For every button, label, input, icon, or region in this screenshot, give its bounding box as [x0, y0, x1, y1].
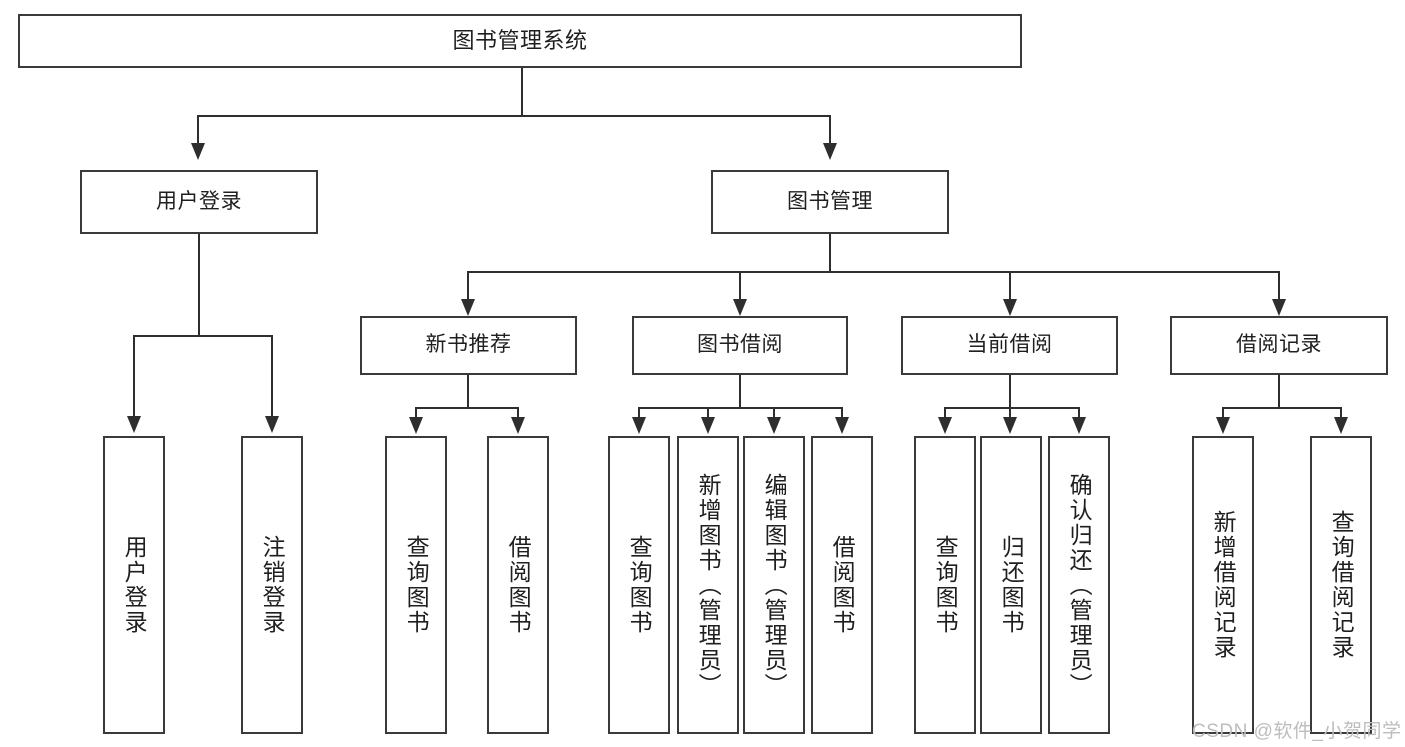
- connector-new-book-stem: [467, 375, 469, 409]
- node-label: 图书管理: [787, 189, 873, 213]
- node-label: 查询图书: [626, 535, 653, 635]
- arrow-bm-to-book-borrow: [733, 299, 747, 316]
- leaf-user-login-login[interactable]: 用户登录: [103, 436, 165, 734]
- arrow-root-to-user-login: [191, 143, 205, 160]
- watermark-csdn: CSDN @软件_小贺同学: [1192, 721, 1402, 742]
- node-label: 编辑图书（管理员）: [761, 472, 788, 698]
- connector-user-login-to-leaf-1: [133, 335, 135, 418]
- connector-bb-to-leaf-1: [638, 407, 640, 419]
- node-label: 查询图书: [932, 535, 959, 635]
- arrow-new-book-to-leaf-2: [511, 417, 525, 434]
- connector-bb-to-leaf-2: [707, 407, 709, 419]
- connector-cb-to-leaf-2: [1009, 407, 1011, 419]
- node-label: 借阅图书: [505, 535, 532, 635]
- connector-book-borrow-stem: [739, 375, 741, 409]
- arrow-br-to-leaf-1: [1216, 417, 1230, 434]
- node-label: 归还图书: [998, 535, 1025, 635]
- connector-br-to-leaf-1: [1222, 407, 1224, 419]
- arrow-bb-to-leaf-1: [632, 417, 646, 434]
- node-label: 查询图书: [403, 535, 430, 635]
- leaf-new-book-query-book[interactable]: 查询图书: [385, 436, 447, 734]
- connector-new-book-to-leaf-1: [415, 407, 417, 419]
- arrow-bb-to-leaf-2: [701, 417, 715, 434]
- connector-bb-to-leaf-4: [841, 407, 843, 419]
- leaf-book-borrow-edit-book[interactable]: 编辑图书（管理员）: [743, 436, 805, 734]
- connector-book-management-stem: [829, 234, 831, 273]
- node-borrow-record[interactable]: 借阅记录: [1170, 316, 1388, 375]
- node-label: 当前借阅: [966, 333, 1053, 357]
- leaf-new-book-borrow-book[interactable]: 借阅图书: [487, 436, 549, 734]
- leaf-current-borrow-return-book[interactable]: 归还图书: [980, 436, 1042, 734]
- node-label: 用户登录: [121, 535, 148, 635]
- connector-cb-to-leaf-3: [1078, 407, 1080, 419]
- connector-br-to-leaf-2: [1340, 407, 1342, 419]
- connector-bb-to-leaf-3: [773, 407, 775, 419]
- connector-user-login-bar: [133, 335, 272, 337]
- connector-current-borrow-stem: [1009, 375, 1011, 409]
- connector-bm-to-new-book: [467, 271, 469, 301]
- arrow-cb-to-leaf-3: [1072, 417, 1086, 434]
- arrow-user-login-to-leaf-2: [265, 416, 279, 433]
- node-book-management[interactable]: 图书管理: [711, 170, 949, 234]
- node-label: 新书推荐: [425, 333, 512, 357]
- node-label: 注销登录: [259, 535, 286, 635]
- leaf-book-borrow-borrow-book[interactable]: 借阅图书: [811, 436, 873, 734]
- connector-bm-to-book-borrow: [739, 271, 741, 301]
- arrow-bm-to-borrow-record: [1272, 299, 1286, 316]
- leaf-borrow-record-add-record[interactable]: 新增借阅记录: [1192, 436, 1254, 734]
- leaf-borrow-record-query-record[interactable]: 查询借阅记录: [1310, 436, 1372, 734]
- node-label: 用户登录: [156, 189, 242, 213]
- node-user-login[interactable]: 用户登录: [80, 170, 318, 234]
- connector-new-book-bar: [415, 407, 519, 409]
- connector-book-management-bar: [467, 271, 1279, 273]
- arrow-user-login-to-leaf-1: [127, 416, 141, 433]
- connector-root-to-user-login: [197, 115, 199, 145]
- arrow-bb-to-leaf-3: [767, 417, 781, 434]
- node-label: 图书管理系统: [452, 28, 588, 54]
- connector-borrow-record-bar: [1222, 407, 1342, 409]
- arrow-bm-to-current-borrow: [1003, 299, 1017, 316]
- connector-user-login-stem: [198, 234, 200, 337]
- arrow-br-to-leaf-2: [1334, 417, 1348, 434]
- node-label: 确认归还（管理员）: [1066, 472, 1093, 698]
- connector-book-borrow-bar: [638, 407, 842, 409]
- leaf-book-borrow-add-book[interactable]: 新增图书（管理员）: [677, 436, 739, 734]
- node-label: 查询借阅记录: [1328, 510, 1355, 660]
- connector-root-stem: [521, 68, 523, 116]
- node-new-book-recommend[interactable]: 新书推荐: [360, 316, 577, 375]
- connector-user-login-to-leaf-2: [271, 335, 273, 418]
- arrow-cb-to-leaf-1: [938, 417, 952, 434]
- connector-cb-to-leaf-1: [944, 407, 946, 419]
- node-label: 借阅图书: [829, 535, 856, 635]
- leaf-book-borrow-query-book[interactable]: 查询图书: [608, 436, 670, 734]
- connector-borrow-record-stem: [1278, 375, 1280, 409]
- leaf-current-borrow-confirm-return[interactable]: 确认归还（管理员）: [1048, 436, 1110, 734]
- node-label: 新增借阅记录: [1210, 510, 1237, 660]
- node-label: 新增图书（管理员）: [695, 472, 722, 698]
- connector-bm-to-borrow-record: [1278, 271, 1280, 301]
- node-label: 图书借阅: [697, 333, 783, 357]
- connector-root-bar: [197, 115, 831, 117]
- node-label: 借阅记录: [1236, 333, 1322, 357]
- connector-current-borrow-bar: [944, 407, 1080, 409]
- connector-bm-to-current-borrow: [1009, 271, 1011, 301]
- arrow-new-book-to-leaf-1: [409, 417, 423, 434]
- arrow-bb-to-leaf-4: [835, 417, 849, 434]
- node-current-borrow[interactable]: 当前借阅: [901, 316, 1118, 375]
- leaf-user-login-logout[interactable]: 注销登录: [241, 436, 303, 734]
- arrow-bm-to-new-book: [461, 299, 475, 316]
- leaf-current-borrow-query-book[interactable]: 查询图书: [914, 436, 976, 734]
- connector-root-to-book-management: [829, 115, 831, 145]
- node-book-borrow[interactable]: 图书借阅: [632, 316, 848, 375]
- connector-new-book-to-leaf-2: [517, 407, 519, 419]
- node-root-book-management-system[interactable]: 图书管理系统: [18, 14, 1022, 68]
- arrow-cb-to-leaf-2: [1003, 417, 1017, 434]
- arrow-root-to-book-management: [823, 143, 837, 160]
